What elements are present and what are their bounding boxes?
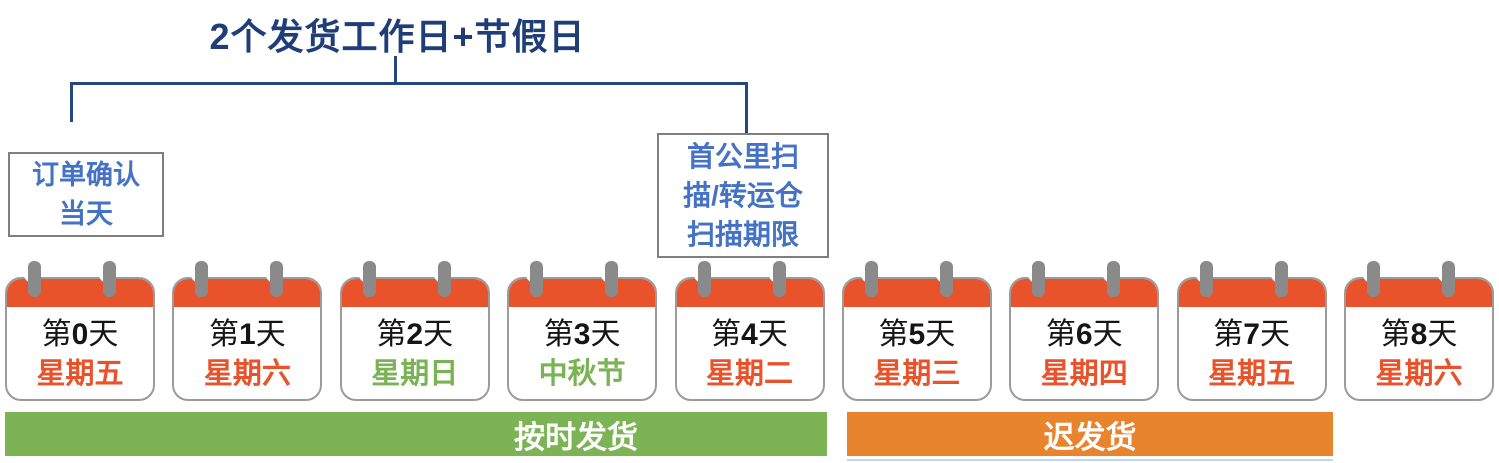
order-confirmation-callout: 订单确认 当天 [8,152,164,237]
day-number: 6 [1075,318,1093,351]
calendar-peg-icon [103,261,116,297]
calendar-day: 第8天 星期六 [1344,261,1494,401]
day-number-label: 第1天 [174,319,320,351]
calendar-peg-icon [1107,261,1121,297]
calendar-peg-icon [1274,261,1288,297]
calendar-peg-icon [437,261,451,297]
day-number: 8 [1410,318,1428,351]
calendar-day: 第1天 星期六 [172,261,323,401]
day-prefix: 第 [1213,318,1244,351]
day-prefix: 第 [1045,318,1076,351]
calendar-peg-icon [28,261,41,297]
first-mile-scan-line1: 首公里扫 [686,140,799,172]
diagram-title: 2个发货工作日+节假日 [209,16,586,57]
day-number: 3 [573,318,591,351]
day-number-label: 第5天 [844,319,990,351]
day-number-label: 第0天 [7,319,153,351]
weekday-label: 星期五 [1208,357,1296,390]
weekday-label: 星期二 [705,357,793,390]
calendar-day: 第4天 星期二 [674,261,825,401]
calendar-body: 第8天 星期六 [1344,277,1494,401]
calendar-day: 第5天 星期三 [841,261,992,401]
day-number-label: 第2天 [342,319,488,351]
calendar-row: 第0天 星期五 第1天 星期六 第2天 星期日 [5,261,1494,401]
day-prefix: 第 [41,318,72,351]
day-prefix: 第 [878,318,909,351]
day-suffix: 天 [1259,318,1290,351]
day-prefix: 第 [209,318,240,351]
weekday-label: 星期五 [36,357,124,390]
on-time-shipping-label: 按时发货 [514,419,638,455]
day-suffix: 天 [423,318,454,351]
day-suffix: 天 [1092,318,1123,351]
day-number-label: 第8天 [1346,319,1492,351]
calendar-peg-icon [1032,261,1046,297]
day-number-label: 第6天 [1011,319,1157,351]
day-suffix: 天 [590,318,621,351]
bracket-horizontal-line [70,82,748,85]
weekday-label: 星期日 [371,357,459,390]
day-number: 2 [406,318,424,351]
weekday-label: 星期四 [1040,357,1128,390]
bracket-right-drop-line [745,82,748,133]
day-suffix: 天 [757,318,788,351]
day-number: 5 [908,318,926,351]
calendar-day: 第6天 星期四 [1009,261,1160,401]
late-bar-underline [847,459,1333,461]
calendar-day: 第3天 中秋节 [507,261,658,401]
calendar-body: 第3天 中秋节 [507,277,658,401]
calendar-peg-icon [1367,261,1380,297]
calendar-peg-icon [772,261,786,297]
calendar-peg-icon [362,261,376,297]
calendar-peg-icon [1199,261,1213,297]
calendar-peg-icon [697,261,711,297]
calendar-peg-icon [530,261,544,297]
bracket-left-drop-line [70,82,73,122]
day-number-label: 第4天 [677,319,823,351]
first-mile-scan-line3: 扫描期限 [686,219,799,251]
calendar-body: 第0天 星期五 [5,277,155,401]
calendar-body: 第1天 星期六 [172,277,323,401]
calendar-day: 第2天 星期日 [339,261,490,401]
day-number-label: 第7天 [1179,319,1325,351]
day-number: 7 [1243,318,1260,351]
day-suffix: 天 [88,318,119,351]
weekday-label: 星期六 [1375,357,1463,390]
day-prefix: 第 [711,318,742,351]
day-prefix: 第 [1380,318,1411,351]
calendar-peg-icon [195,261,209,297]
calendar-body: 第4天 星期二 [674,277,825,401]
calendar-peg-icon [864,261,878,297]
day-number-label: 第3天 [509,319,655,351]
calendar-body: 第7天 星期五 [1176,277,1327,401]
weekday-label: 星期三 [873,357,961,390]
bracket-stub-line [394,56,397,84]
day-prefix: 第 [543,318,574,351]
day-prefix: 第 [376,318,407,351]
late-shipping-label: 迟发货 [1043,419,1137,455]
calendar-day: 第0天 星期五 [5,261,155,401]
calendar-peg-icon [1442,261,1455,297]
weekday-label: 中秋节 [538,357,626,390]
on-time-shipping-bar: 按时发货 [5,412,827,456]
day-number: 1 [239,318,256,351]
calendar-peg-icon [939,261,953,297]
weekday-label: 星期六 [203,357,291,390]
calendar-peg-icon [605,261,619,297]
calendar-body: 第5天 星期三 [841,277,992,401]
late-shipping-bar: 迟发货 [847,412,1333,456]
day-suffix: 天 [925,318,956,351]
order-confirmation-line2: 当天 [59,198,113,229]
day-suffix: 天 [1427,318,1458,351]
first-mile-scan-line2: 描/转运仓 [683,179,803,211]
calendar-body: 第2天 星期日 [339,277,490,401]
order-confirmation-line1: 订单确认 [32,160,140,191]
day-suffix: 天 [255,318,286,351]
day-number: 4 [741,318,758,351]
calendar-peg-icon [270,261,284,297]
calendar-body: 第6天 星期四 [1009,277,1160,401]
first-mile-scan-callout: 首公里扫 描/转运仓 扫描期限 [657,133,829,258]
calendar-day: 第7天 星期五 [1176,261,1327,401]
day-number: 0 [71,318,89,351]
